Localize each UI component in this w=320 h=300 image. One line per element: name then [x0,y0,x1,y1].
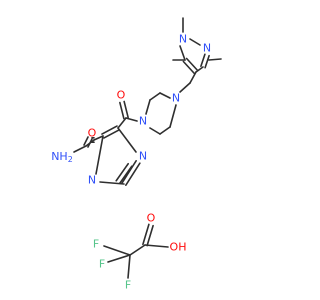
pyrazole-n2-label: N [203,42,211,55]
bond-carbonyl-co-a [123,100,129,119]
bond-tfa-co-b [142,223,150,246]
bond-pip-6 [169,104,177,128]
bond-n1-c5 [179,45,186,61]
atom-label-layer: N N N N O O NH2 N N O OH F F F [51,33,211,292]
bond-amide-c-o-a [87,138,93,148]
bond-carbonyl-co-b [119,101,125,120]
bond-pz-2-a [101,125,118,135]
bond-pip-3 [145,99,151,115]
bond-n2-c3-a [200,53,206,68]
bond-c5-c4-a [182,60,196,75]
tfa-carbonyl-oxygen-label: O [147,212,156,225]
chemical-structure-diagram: N N N N O O NH2 N N O OH F F F [51,17,222,292]
bond-pz-4-b [125,162,141,186]
tfa-fluorine-3-label: F [125,279,131,292]
bond-ch2-piperazine-n [179,82,191,93]
pyrazole-n1-label: N [179,33,187,46]
bond-c5-c4-b [185,57,199,72]
bond-cf3-f1 [103,245,131,256]
bond-n1-n2 [189,38,201,46]
bond-pip-2 [149,92,161,101]
bond-cf3-c [129,244,146,256]
amide-oxygen-label: O [88,127,97,140]
bond-n2-c3-b [204,54,210,69]
pyrazine-n-bottom-label: N [88,174,96,187]
bond-layer [73,17,222,279]
bond-amide-cn [73,145,87,153]
bond-c4-c3 [195,66,204,73]
bond-pz-3 [95,135,104,175]
bond-n-carbonyl-c [125,117,138,122]
tfa-fluorine-2-label: F [99,258,105,271]
bond-carbonyl-to-pyrazine [117,117,127,129]
piperazine-n-bottom-label: N [139,115,147,128]
bond-amide-c-o-b [83,136,89,146]
bond-pz-4-a [121,160,137,184]
tfa-hydroxyl-label: OH [170,241,187,254]
bond-tfa-co-a [146,224,154,247]
carbonyl-oxygen-label: O [117,89,126,102]
bond-pip-1 [159,92,171,99]
bond-c3-methyl [208,58,222,61]
bond-pip-5 [159,126,171,135]
bond-pz-to-amide-c [93,135,104,141]
bond-pz-6-b [118,165,133,185]
tfa-fluorine-1-label: F [93,238,99,251]
piperazine-n-top-label: N [172,92,180,105]
bond-c4-ch2 [189,71,197,84]
bond-pz-2-b [103,129,120,139]
bond-cf3-f3 [127,254,131,279]
bond-pz-6-a [115,162,130,182]
amide-nh2-label: NH2 [51,150,73,164]
bond-tfa-c-oh [144,244,169,248]
pyrazine-n-top-label: N [139,150,147,163]
bond-pip-4 [149,127,161,135]
bond-cf3-f2 [107,254,131,263]
bond-pz-1 [117,127,137,153]
